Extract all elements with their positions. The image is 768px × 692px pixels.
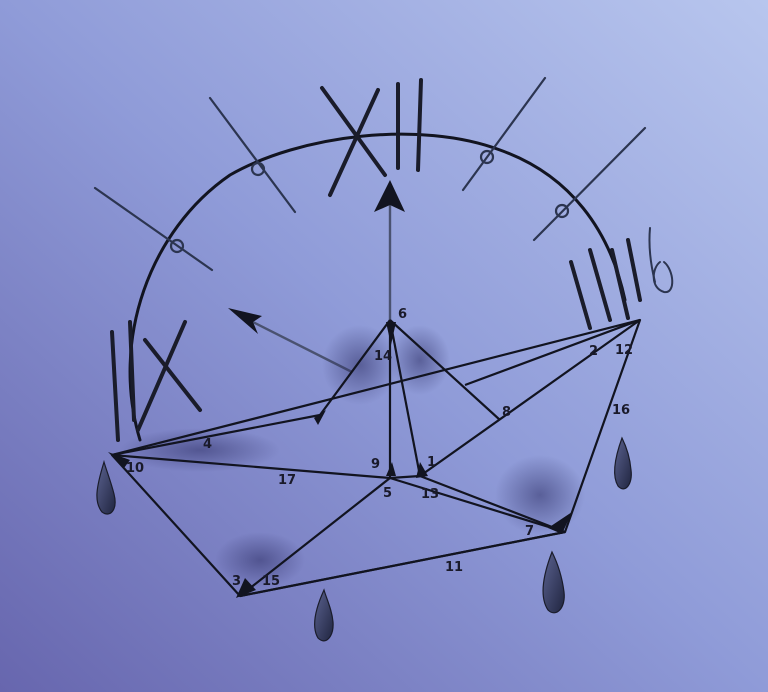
label-2: 2 — [589, 344, 598, 359]
label-8: 8 — [502, 405, 511, 420]
label-4: 4 — [203, 437, 212, 452]
label-17: 17 — [278, 473, 296, 488]
label-11: 11 — [445, 560, 463, 575]
raindrop-bottom — [314, 588, 334, 642]
label-6: 6 — [398, 307, 407, 322]
label-13: 13 — [421, 487, 439, 502]
numeral-iii — [569, 238, 642, 330]
hand-minute-arrow — [374, 180, 405, 212]
clock-arc — [128, 132, 627, 442]
label-10: 10 — [126, 461, 144, 476]
tick-10 — [93, 186, 214, 272]
tick-10-dot — [169, 238, 185, 254]
numeral-xii — [320, 78, 423, 197]
tick-2 — [532, 126, 647, 242]
raindrops — [96, 436, 632, 642]
label-15: 15 — [262, 574, 280, 589]
label-14: 14 — [374, 349, 392, 364]
numeral-iv-sketch — [648, 227, 674, 294]
tick-1-dot — [479, 149, 495, 165]
numeral-ix — [110, 320, 202, 442]
tick-11-dot — [250, 161, 266, 177]
clock-face — [128, 132, 627, 442]
raindrop-bottom-right — [542, 550, 565, 614]
label-3: 3 — [232, 574, 241, 589]
raindrop-left — [96, 459, 116, 515]
label-7: 7 — [525, 524, 534, 539]
label-16: 16 — [612, 403, 630, 418]
boat-numbers: 6 14 4 10 17 9 1 5 13 8 2 12 16 7 11 3 1… — [126, 307, 633, 589]
label-1: 1 — [427, 455, 436, 470]
clock-ticks — [93, 76, 647, 272]
boat-corners — [108, 322, 572, 598]
raindrop-right — [613, 436, 632, 490]
label-9: 9 — [371, 457, 380, 472]
label-5: 5 — [383, 486, 392, 501]
boat-shading — [120, 325, 585, 588]
tick-11 — [208, 96, 297, 214]
tick-1 — [461, 76, 547, 192]
tick-2-dot — [554, 203, 570, 219]
paper-boat — [110, 318, 642, 598]
label-12: 12 — [615, 343, 633, 358]
hand-hour-arrow — [228, 308, 262, 334]
